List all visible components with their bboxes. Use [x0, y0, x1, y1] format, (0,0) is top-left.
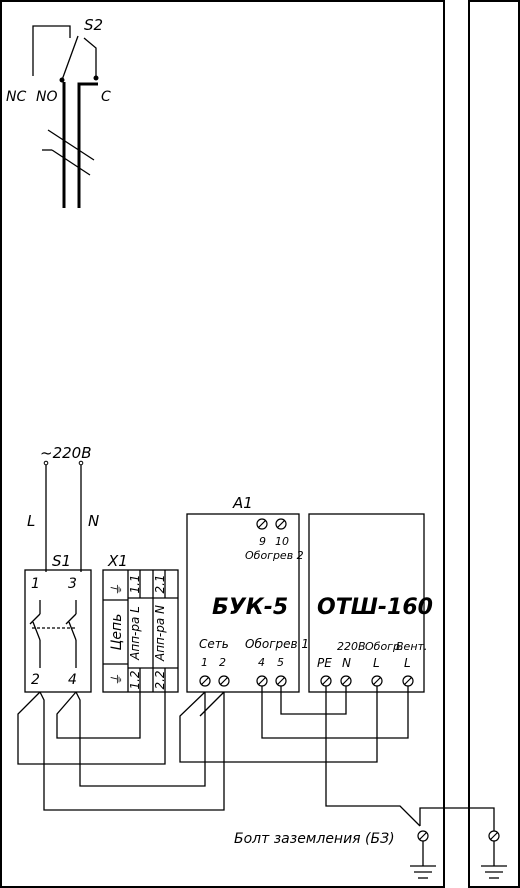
a1-t5: 5 [277, 656, 284, 669]
a1-heat2-label: Обогрев 2 [245, 549, 304, 562]
supply-input: ~220В L N [27, 444, 99, 572]
wiring [17, 686, 495, 832]
a1-net-label: Сеть [199, 637, 229, 651]
otsh-220v: 220В [337, 640, 366, 653]
s2-c-label: C [101, 89, 111, 105]
x1-t21: 2.1 [153, 574, 167, 593]
s1-label: S1 [52, 552, 71, 570]
supply-voltage-label: ~220В [40, 444, 92, 462]
x1-ground-bottom: ⏚ [110, 673, 125, 686]
x1-ground-top: ⏚ [110, 583, 125, 596]
s1-t1: 1 [31, 576, 40, 592]
a1-t10: 10 [275, 535, 289, 548]
s1-t3: 3 [68, 576, 77, 592]
x1-t22: 2.2 [153, 670, 167, 689]
s1-t2: 2 [31, 672, 40, 688]
x1-label: X1 [107, 552, 128, 570]
supply-l-label: L [27, 512, 35, 530]
otsh-fan-label: Вент. [396, 640, 427, 653]
cabinet-frame-door [468, 0, 520, 888]
otsh-l1: L [373, 656, 380, 670]
otsh-l2: L [404, 656, 411, 670]
a1-t1: 1 [201, 656, 208, 669]
terminal-block-x1: X1 ⏚ Цепь ⏚ Апп-ра L Апп-ра N 1.1 2.1 1.… [102, 552, 179, 693]
unit-a1-buk5: А1 9 10 Обогрев 2 БУК-5 Сеть 1 2 Обогрев… [186, 494, 309, 693]
otsh-name: ОТШ-160 [317, 595, 433, 620]
switch-s2: S2 NC NO C [6, 16, 111, 208]
otsh-pe: PE [317, 656, 332, 670]
s1-t4: 4 [68, 672, 77, 688]
breaker-s1: S1 1 3 2 4 [24, 552, 92, 693]
ground-bolt-label: Болт заземления (БЗ) [234, 831, 395, 847]
x1-circuit-label: Цепь [109, 614, 125, 651]
a1-t9: 9 [259, 535, 266, 548]
otsh-n: N [342, 656, 351, 670]
x1-t12: 1.2 [128, 670, 142, 689]
supply-n-label: N [88, 512, 99, 530]
otsh-heat-label: Обогр. [365, 640, 403, 653]
unit-otsh160: ОТШ-160 220В Обогр. Вент. PE N L L [308, 513, 433, 693]
x1-app-n: Апп-ра N [153, 605, 167, 662]
x1-app-l: Апп-ра L [128, 606, 142, 661]
s2-no-label: NO [36, 89, 58, 105]
a1-heat1-label: Обогрев 1 [245, 637, 309, 651]
s2-label: S2 [84, 16, 103, 34]
a1-t2: 2 [219, 656, 226, 669]
a1-label: А1 [232, 494, 253, 512]
a1-t4: 4 [258, 656, 265, 669]
x1-t11: 1.1 [128, 574, 142, 593]
cabinet-frame-main [0, 0, 445, 888]
ground-bolt: Болт заземления (БЗ) [234, 830, 507, 879]
a1-name: БУК-5 [212, 595, 288, 620]
s2-nc-label: NC [6, 89, 26, 105]
